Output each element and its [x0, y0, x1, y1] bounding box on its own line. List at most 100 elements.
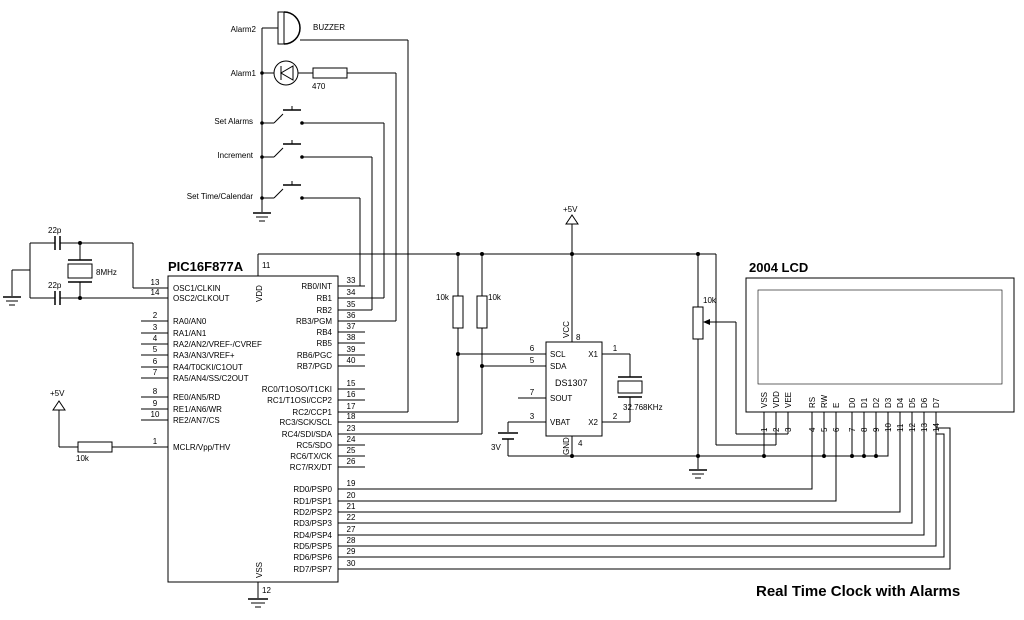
mcu-pin-name: RC5/SDO [296, 441, 332, 450]
pullup-r1 [452, 295, 464, 329]
lcd-pin-name: E [832, 403, 841, 408]
lcd-pin-number: 5 [820, 427, 829, 432]
lcd-pin-name: D1 [860, 397, 869, 408]
rtc-crystal-label: 32.768KHz [623, 403, 663, 412]
lcd-pin-rs: RS4 [808, 397, 817, 434]
rtc-pin-number: 5 [530, 356, 535, 365]
mcu-pin-number: 24 [347, 435, 356, 444]
rtc-pin-number: 7 [530, 388, 535, 397]
lcd-pin-name: D0 [848, 397, 857, 408]
mcu-vdd-label: VDD [255, 285, 264, 302]
lcd-pin-name: RW [820, 394, 829, 408]
mcu-pin-number: 7 [153, 368, 158, 377]
mcu-pin-name: RD1/PSP1 [293, 497, 332, 506]
lcd-pin-name: D2 [872, 397, 881, 408]
crystal-8mhz [67, 263, 93, 279]
mcu-pin-name: RC0/T1OSO/T1CKI [262, 385, 332, 394]
mcu-pin-number: 18 [347, 412, 356, 421]
lcd-pin-number: 9 [872, 427, 881, 432]
led-resistor-label: 470 [312, 82, 326, 91]
lcd-pin-number: 2 [772, 427, 781, 432]
set-time-label: Set Time/Calendar [187, 192, 254, 201]
lcd-pin-d1: D1 8 [860, 397, 869, 434]
mcu-pin-name: RA2/AN2/VREF-/CVREF [173, 340, 262, 349]
rtc-vcc-pin: 8 [576, 333, 581, 342]
lcd-ground-symbol [689, 469, 707, 479]
mcu-pin-number: 25 [347, 446, 356, 455]
mclr-resistor [77, 441, 113, 453]
lcd-pin-name: D4 [896, 397, 905, 408]
mcu-right-pins: 33RB0/INT34RB135RB236RB3/PGM37RB438RB539… [262, 276, 365, 574]
rtc-vcc-label: VCC [562, 321, 571, 338]
mcu-vdd-pin: 11 [262, 261, 271, 270]
mcu-pin-name: RB0/INT [301, 282, 332, 291]
led-resistor [312, 67, 348, 79]
wire [365, 434, 937, 547]
rtc-pin-number: 1 [613, 344, 618, 353]
mcu-pin-number: 36 [347, 311, 356, 320]
increment-label: Increment [217, 151, 253, 160]
mcu-pin-name: OSC1/CLKIN [173, 284, 221, 293]
lcd-pin-number: 11 [896, 423, 905, 432]
mcu-pin-name: RC6/TX/CK [290, 452, 332, 461]
lcd-pin-number: 4 [808, 427, 817, 432]
mcu-pin-name: RD0/PSP0 [293, 485, 332, 494]
io-components: Alarm2 BUZZER Alarm1 470 Set Alarms Incr… [187, 11, 409, 412]
wire [365, 434, 813, 490]
wire [365, 434, 837, 502]
mcu-pin-name: RB2 [316, 306, 332, 315]
lcd-pin-number: 6 [832, 427, 841, 432]
buttons-ground-symbol [253, 212, 271, 222]
lcd-pin-number: 8 [860, 427, 869, 432]
rtc-pin-2: 2X2 [588, 412, 618, 427]
mcu-pin-number: 21 [347, 502, 356, 511]
mcu-pin-name: RD3/PSP3 [293, 519, 332, 528]
lcd-pin-name: VEE [784, 392, 793, 408]
mcu-pin-name: RD5/PSP5 [293, 542, 332, 551]
rtc-body [545, 341, 603, 437]
alarm2-label: Alarm2 [231, 25, 257, 34]
mcu-pin-number: 14 [151, 288, 160, 297]
lcd-pin-d4: D4 11 [896, 397, 905, 434]
mcu-pin-number: 40 [347, 356, 356, 365]
lcd-title: 2004 LCD [749, 260, 808, 275]
rtc-name: DS1307 [555, 378, 588, 388]
mcu-pin-number: 30 [347, 559, 356, 568]
mcu-pin-name: RB7/PGD [297, 362, 332, 371]
pullup-resistors: 10k 10k [338, 254, 546, 435]
rtc-pin-number: 2 [613, 412, 618, 421]
mcu-body [167, 275, 339, 583]
rtc-pin-name: VBAT [550, 418, 570, 427]
lcd-2004: 2004 LCD VSS1VDD2VEE3RS4RW5E6D07D18D29D3… [745, 260, 1015, 434]
lcd-pin-d2: D2 9 [872, 397, 881, 434]
mcu-pin-name: RE1/AN6/WR [173, 405, 222, 414]
mcu-pin-number: 26 [347, 457, 356, 466]
mcu-pin-number: 10 [151, 410, 160, 419]
mcu-pin-number: 15 [347, 379, 356, 388]
mclr-resistor-label: 10k [76, 454, 90, 463]
lcd-pin-number: 1 [760, 427, 769, 432]
